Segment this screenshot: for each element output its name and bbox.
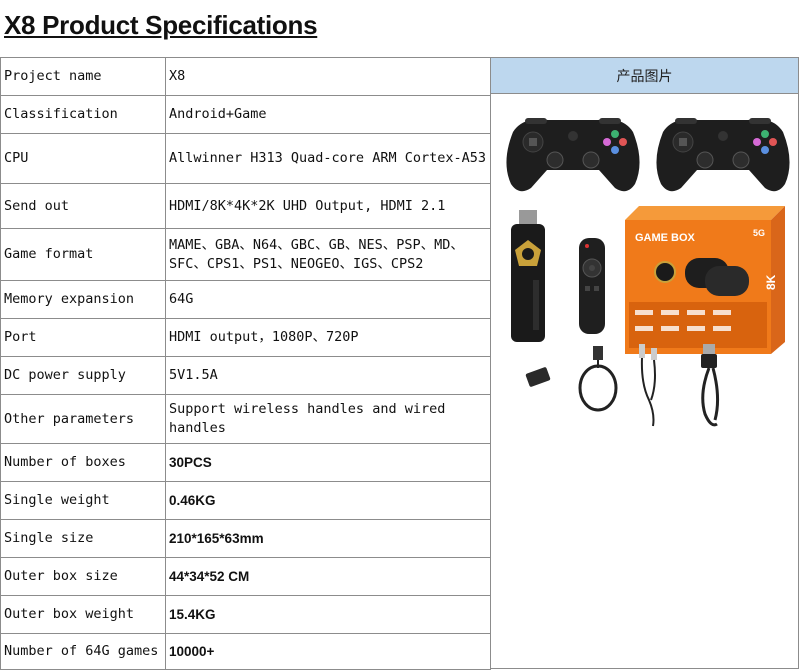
table-row: CPU Allwinner H313 Quad-core ARM Cortex-… (0, 133, 491, 184)
spec-sheet: Project name X8 Classification Android+G… (0, 57, 800, 670)
spec-label: CPU (0, 133, 166, 184)
cable-icon (701, 344, 720, 427)
product-illustration: GAME BOX 5G 8K (506, 118, 790, 427)
spec-label: Single size (0, 519, 166, 558)
spec-label: Single weight (0, 481, 166, 520)
spec-value: 64G (165, 280, 491, 319)
table-row: Single weight 0.46KG (0, 481, 491, 520)
image-column-header: 产品图片 (491, 57, 799, 94)
table-row: Memory expansion 64G (0, 280, 491, 319)
cable-icon (639, 344, 657, 427)
box-chip-label: 5G (753, 228, 765, 238)
spec-label: Project name (0, 57, 166, 96)
spec-value: 44*34*52 CM (165, 557, 491, 596)
gamepad-icon (656, 118, 790, 192)
spec-label: Classification (0, 95, 166, 134)
spec-value: HDMI/8K*4K*2K UHD Output, HDMI 2.1 (165, 183, 491, 229)
spec-value: 15.4KG (165, 595, 491, 634)
product-image: GAME BOX 5G 8K (491, 94, 799, 669)
spec-value: X8 (165, 57, 491, 96)
table-row: DC power supply 5V1.5A (0, 356, 491, 395)
spec-value: HDMI output，1080P、720P (165, 318, 491, 357)
spec-label: Number of boxes (0, 443, 166, 482)
spec-label: Other parameters (0, 394, 166, 444)
remote-control-icon (579, 238, 605, 334)
page-title: X8 Product Specifications (4, 10, 318, 40)
box-title: GAME BOX (635, 232, 696, 244)
cable-icon (578, 346, 618, 412)
spec-label: Memory expansion (0, 280, 166, 319)
spec-value: 0.46KG (165, 481, 491, 520)
spec-value: MAME、GBA、N64、GBC、GB、NES、PSP、MD、SFC、CPS1、… (165, 228, 491, 281)
table-row: Send out HDMI/8K*4K*2K UHD Output, HDMI … (0, 183, 491, 229)
gamepad-icon (506, 118, 640, 192)
table-row: Single size 210*165*63mm (0, 519, 491, 558)
spec-label: Number of 64G games (0, 633, 166, 670)
game-box-package: GAME BOX 5G 8K (625, 206, 785, 354)
spec-label: Send out (0, 183, 166, 229)
spec-value: Allwinner H313 Quad-core ARM Cortex-A53 (165, 133, 491, 184)
spec-label: Outer box size (0, 557, 166, 596)
spec-value: Android+Game (165, 95, 491, 134)
spec-value: 5V1.5A (165, 356, 491, 395)
table-row: Port HDMI output，1080P、720P (0, 318, 491, 357)
usb-receiver-icon (525, 367, 551, 387)
table-row: Number of 64G games 10000+ (0, 633, 491, 670)
spec-value: 10000+ (165, 633, 491, 670)
spec-value: 210*165*63mm (165, 519, 491, 558)
spec-value: Support wireless handles and wired handl… (165, 394, 491, 444)
spec-label: Port (0, 318, 166, 357)
spec-value: 30PCS (165, 443, 491, 482)
spec-label: Game format (0, 228, 166, 281)
table-row: Game format MAME、GBA、N64、GBC、GB、NES、PSP、… (0, 228, 491, 281)
table-row: Number of boxes 30PCS (0, 443, 491, 482)
table-row: Outer box size 44*34*52 CM (0, 557, 491, 596)
table-row: Other parameters Support wireless handle… (0, 394, 491, 444)
spec-label: DC power supply (0, 356, 166, 395)
table-row: Project name X8 (0, 57, 491, 96)
table-row: Classification Android+Game (0, 95, 491, 134)
table-row: Outer box weight 15.4KG (0, 595, 491, 634)
box-resolution-label: 8K (764, 274, 778, 290)
hdmi-stick-icon (511, 210, 545, 342)
spec-label: Outer box weight (0, 595, 166, 634)
spec-table: Project name X8 Classification Android+G… (0, 57, 491, 670)
